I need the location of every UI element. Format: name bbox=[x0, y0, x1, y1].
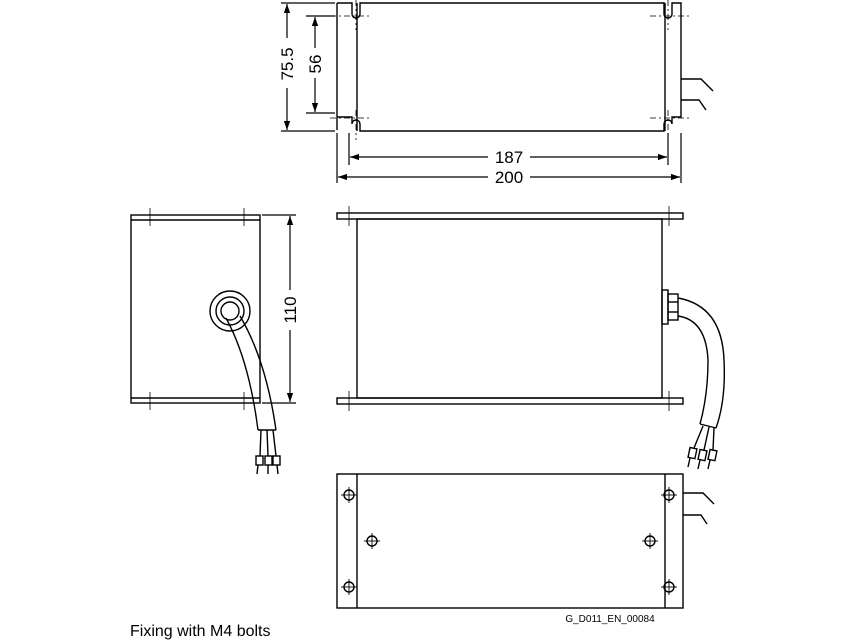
side-view-cable bbox=[225, 315, 277, 431]
front-view bbox=[336, 206, 725, 470]
dim-label-187: 187 bbox=[495, 148, 523, 167]
fixing-hole bbox=[341, 579, 357, 595]
side-view bbox=[130, 208, 281, 475]
front-view-bottom-flange bbox=[336, 397, 684, 405]
top-view bbox=[330, 0, 714, 140]
front-view-top-flange bbox=[336, 212, 684, 220]
top-view-cable bbox=[681, 78, 714, 111]
mounting-view-cable bbox=[683, 492, 715, 525]
drawing-code: G_D011_EN_00084 bbox=[565, 614, 655, 625]
fixing-hole bbox=[341, 487, 357, 503]
top-view-outline bbox=[337, 2, 682, 132]
mounting-view bbox=[336, 473, 715, 609]
dim-label-200: 200 bbox=[495, 168, 523, 187]
dim-label-56: 56 bbox=[306, 55, 325, 74]
front-view-body bbox=[356, 218, 663, 399]
fixing-hole bbox=[642, 533, 658, 549]
cable-gland-front bbox=[209, 290, 251, 332]
mounting-plate bbox=[336, 473, 684, 609]
front-view-cable bbox=[677, 297, 725, 429]
caption: Fixing with M4 bolts bbox=[130, 623, 271, 640]
fixing-hole bbox=[364, 533, 380, 549]
cable-gland-side bbox=[661, 289, 669, 325]
fixing-hole bbox=[661, 487, 677, 503]
fixing-hole bbox=[661, 579, 677, 595]
dim-label-75-5: 75.5 bbox=[278, 47, 297, 80]
side-view-body bbox=[130, 214, 261, 404]
top-view-dimensions bbox=[281, 2, 682, 183]
dim-label-110: 110 bbox=[281, 296, 300, 323]
